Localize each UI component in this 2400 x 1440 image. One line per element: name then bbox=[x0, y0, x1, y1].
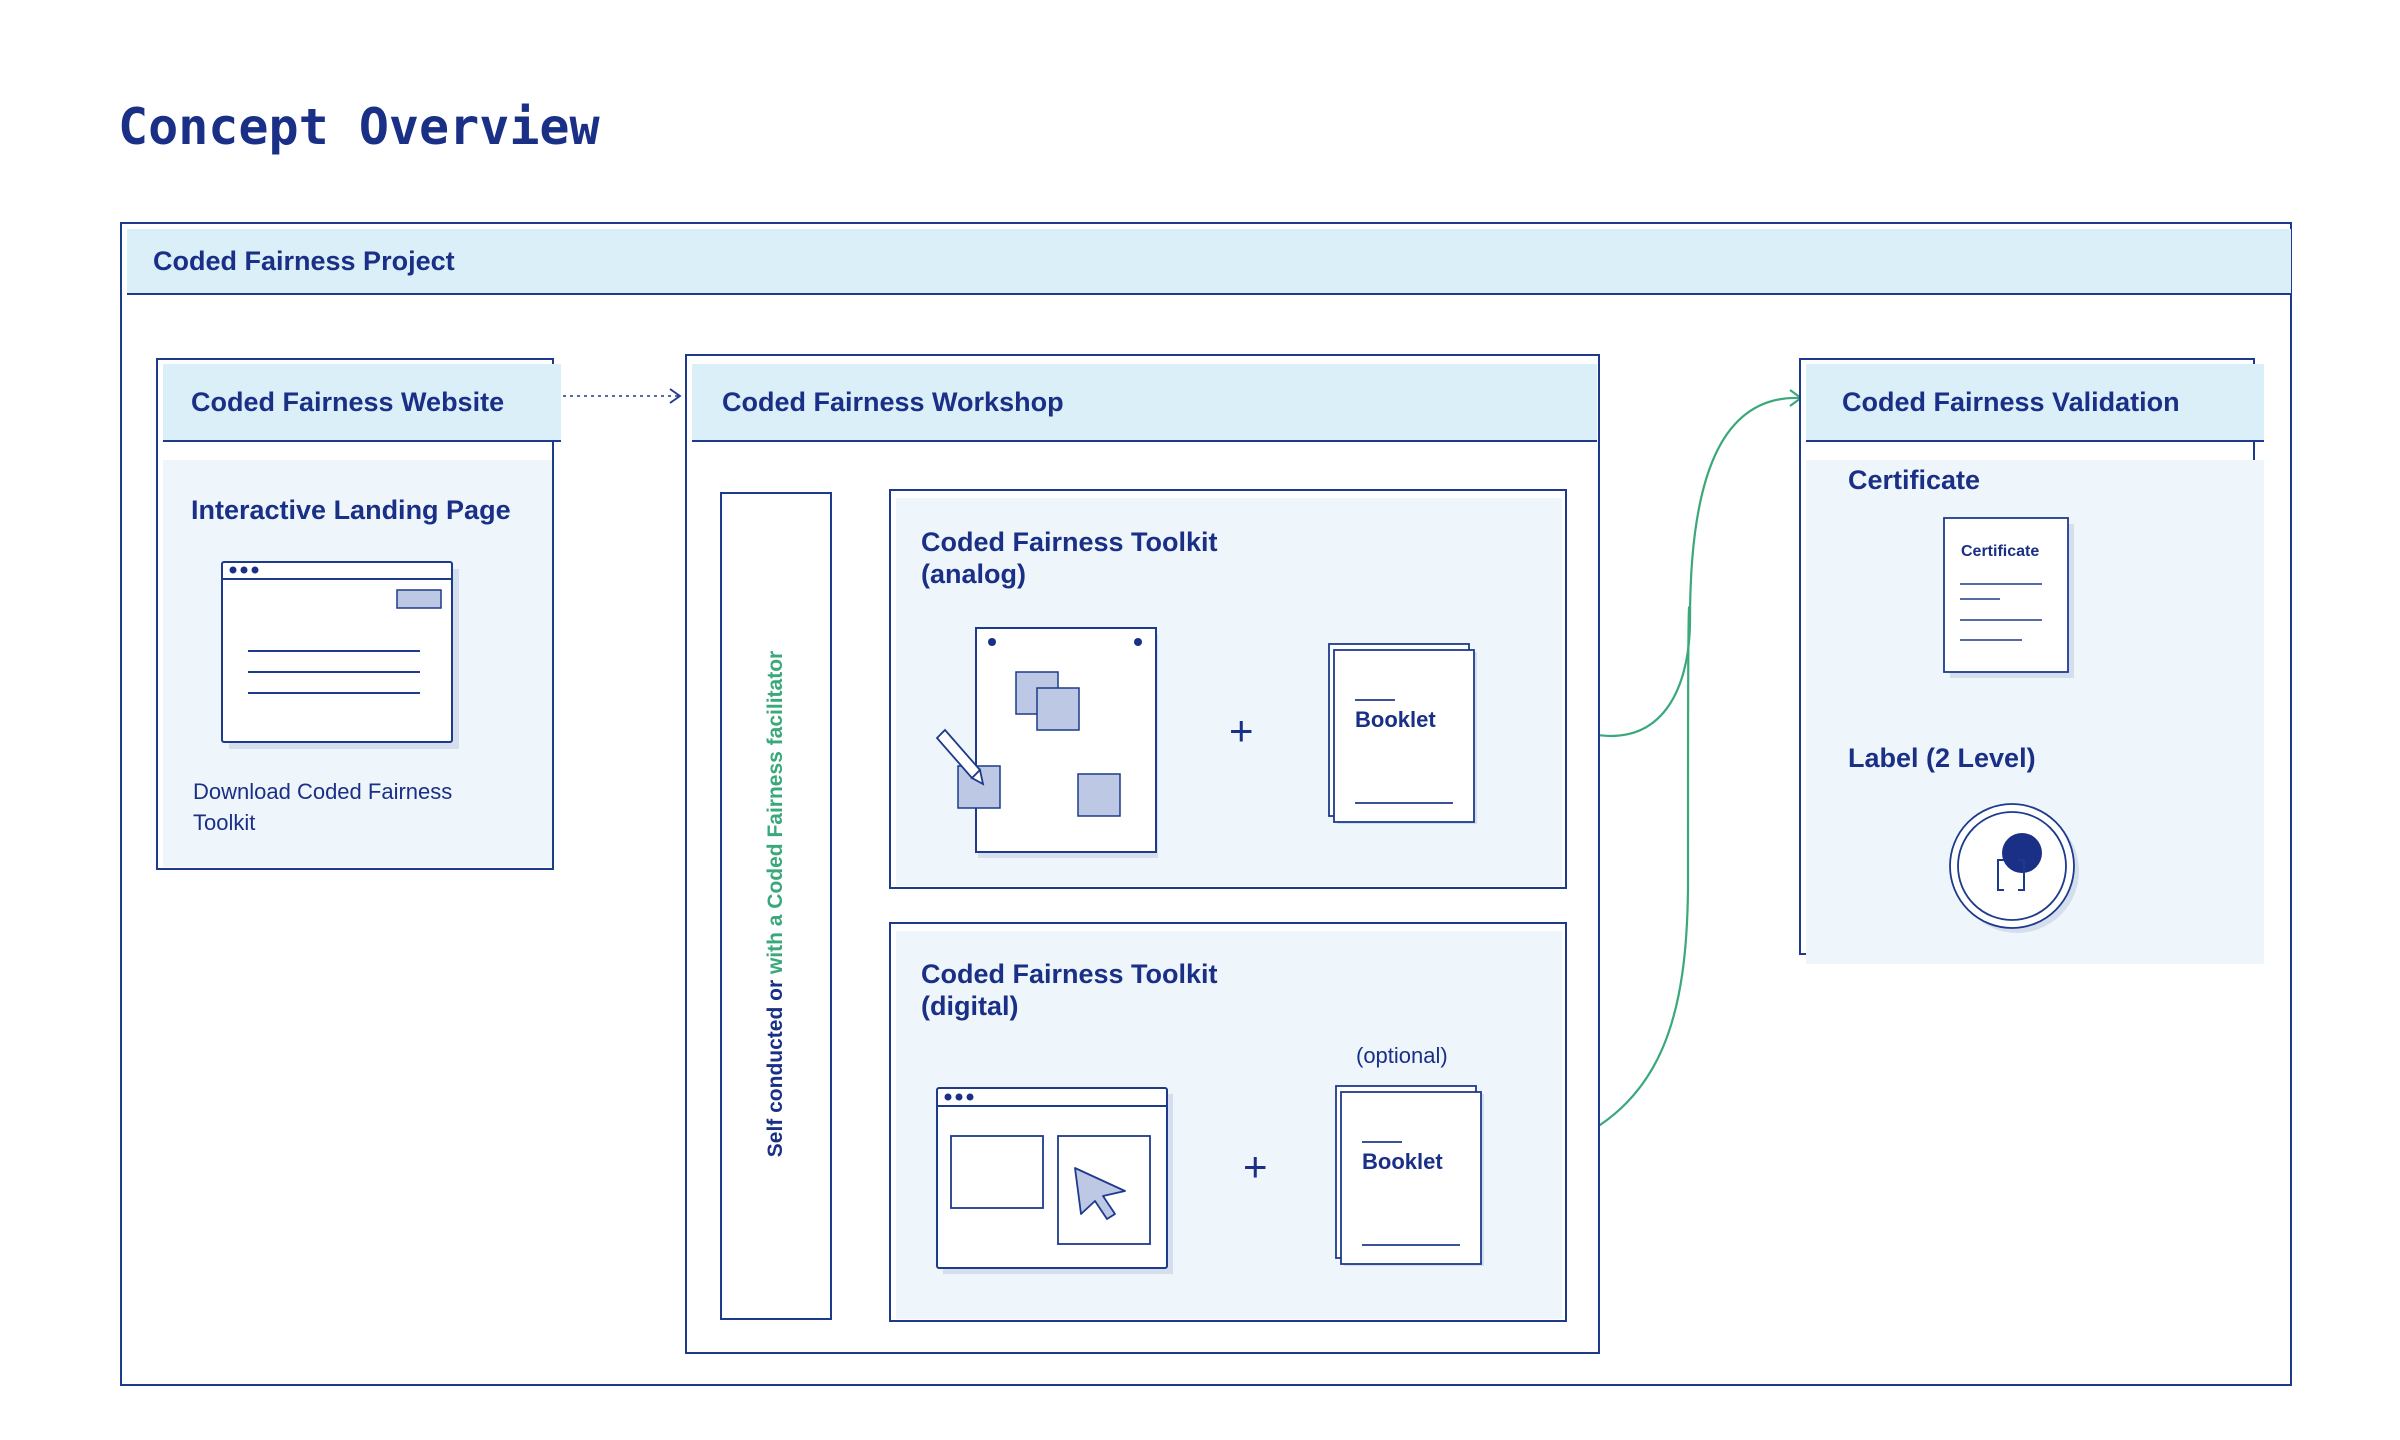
validation-header: Coded Fairness Validation bbox=[1806, 364, 2264, 442]
canvas-board-icon bbox=[935, 627, 1158, 858]
certificate-label: Certificate bbox=[1848, 465, 1981, 495]
website-title: Coded Fairness Website bbox=[191, 386, 505, 417]
pencil-icon bbox=[935, 728, 985, 786]
workshop-header: Coded Fairness Workshop bbox=[692, 364, 1597, 442]
validation-title: Coded Fairness Validation bbox=[1842, 386, 2180, 417]
website-header: Coded Fairness Website bbox=[163, 364, 561, 442]
analog-toolkit-title: Coded Fairness Toolkit (analog) bbox=[921, 527, 1218, 589]
certificate-document-title: Certificate bbox=[1961, 543, 2040, 560]
project-header: Coded Fairness Project bbox=[127, 229, 2291, 295]
analog-plus: + bbox=[1229, 707, 1254, 754]
page-title: Concept Overview bbox=[118, 98, 600, 156]
cursor-icon bbox=[1074, 1167, 1126, 1220]
label-level-text: Label (2 Level) bbox=[1848, 743, 2036, 773]
certificate-document-icon bbox=[1943, 517, 2074, 678]
workshop-mode-self: Self conducted or bbox=[764, 974, 787, 1158]
workshop-mode-facilitator: with a Coded Fairness facilitator bbox=[764, 650, 787, 975]
website-subtitle: Interactive Landing Page bbox=[191, 495, 511, 525]
digital-app-window-icon bbox=[936, 1087, 1173, 1274]
project-title: Coded Fairness Project bbox=[153, 245, 455, 276]
workshop-mode-box bbox=[720, 492, 832, 1320]
landing-page-browser-icon bbox=[221, 561, 459, 749]
analog-booklet-label: Booklet bbox=[1355, 707, 1436, 732]
workshop-title: Coded Fairness Workshop bbox=[722, 386, 1064, 417]
digital-booklet-icon bbox=[1335, 1085, 1484, 1266]
digital-toolkit-title: Coded Fairness Toolkit (digital) bbox=[921, 959, 1218, 1021]
digital-booklet-label: Booklet bbox=[1362, 1149, 1443, 1174]
digital-optional-label: (optional) bbox=[1356, 1043, 1448, 1068]
fairness-label-badge-icon bbox=[1949, 803, 2079, 933]
analog-booklet-icon bbox=[1328, 643, 1477, 824]
download-toolkit-link[interactable]: Download Coded Fairness Toolkit bbox=[193, 779, 453, 835]
digital-plus: + bbox=[1243, 1143, 1268, 1190]
